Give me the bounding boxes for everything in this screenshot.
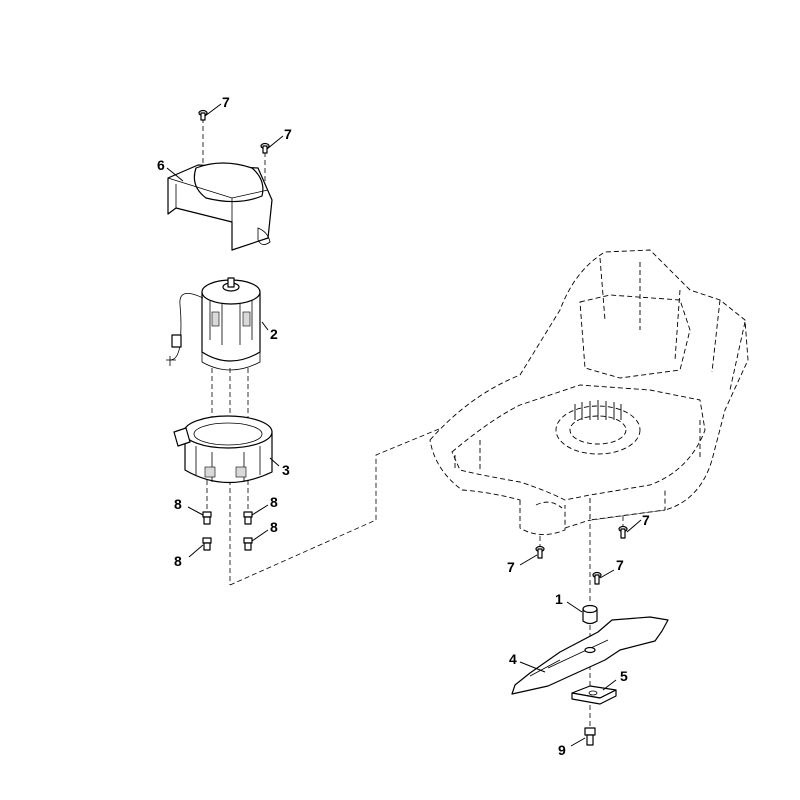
callout-5: 5 (620, 668, 628, 684)
motor-cover (167, 162, 273, 251)
callout-7-deck-right: 7 (642, 512, 650, 528)
screw-cover-left (198, 109, 208, 121)
mower-blade (511, 616, 669, 695)
screw-cover-right (260, 142, 270, 154)
callout-4: 4 (509, 651, 517, 667)
callout-7-cover-right: 7 (284, 126, 292, 142)
callout-9: 9 (558, 742, 566, 758)
motor-flange (173, 415, 273, 484)
screw-flange-1 (202, 511, 212, 525)
blade-spacer (582, 604, 598, 625)
callout-8-top-left: 8 (174, 496, 182, 512)
blade-screw (584, 727, 596, 746)
callout-1: 1 (555, 591, 563, 607)
screw-flange-2 (243, 511, 253, 525)
callout-8-bottom-left: 8 (174, 553, 182, 569)
callout-8-bottom-right: 8 (270, 519, 278, 535)
callout-7-deck-center: 7 (616, 557, 624, 573)
screw-deck-center (592, 571, 602, 585)
mower-deck-housing (429, 249, 749, 535)
callout-8-top-right: 8 (270, 494, 278, 510)
blade-support-plate (571, 685, 617, 705)
callout-6: 6 (157, 157, 165, 173)
screw-deck-right (618, 525, 628, 539)
callout-7-cover-left: 7 (222, 94, 230, 110)
screw-deck-left (535, 545, 545, 559)
callout-2: 2 (270, 326, 278, 342)
callout-labels: 7 7 6 2 3 8 8 8 8 7 7 7 1 4 5 9 (157, 94, 650, 758)
leader-lines (166, 103, 642, 747)
callout-3: 3 (282, 462, 290, 478)
callout-7-deck-left: 7 (507, 559, 515, 575)
screw-flange-4 (243, 537, 253, 551)
screw-flange-3 (202, 537, 212, 551)
electric-motor (166, 277, 261, 371)
